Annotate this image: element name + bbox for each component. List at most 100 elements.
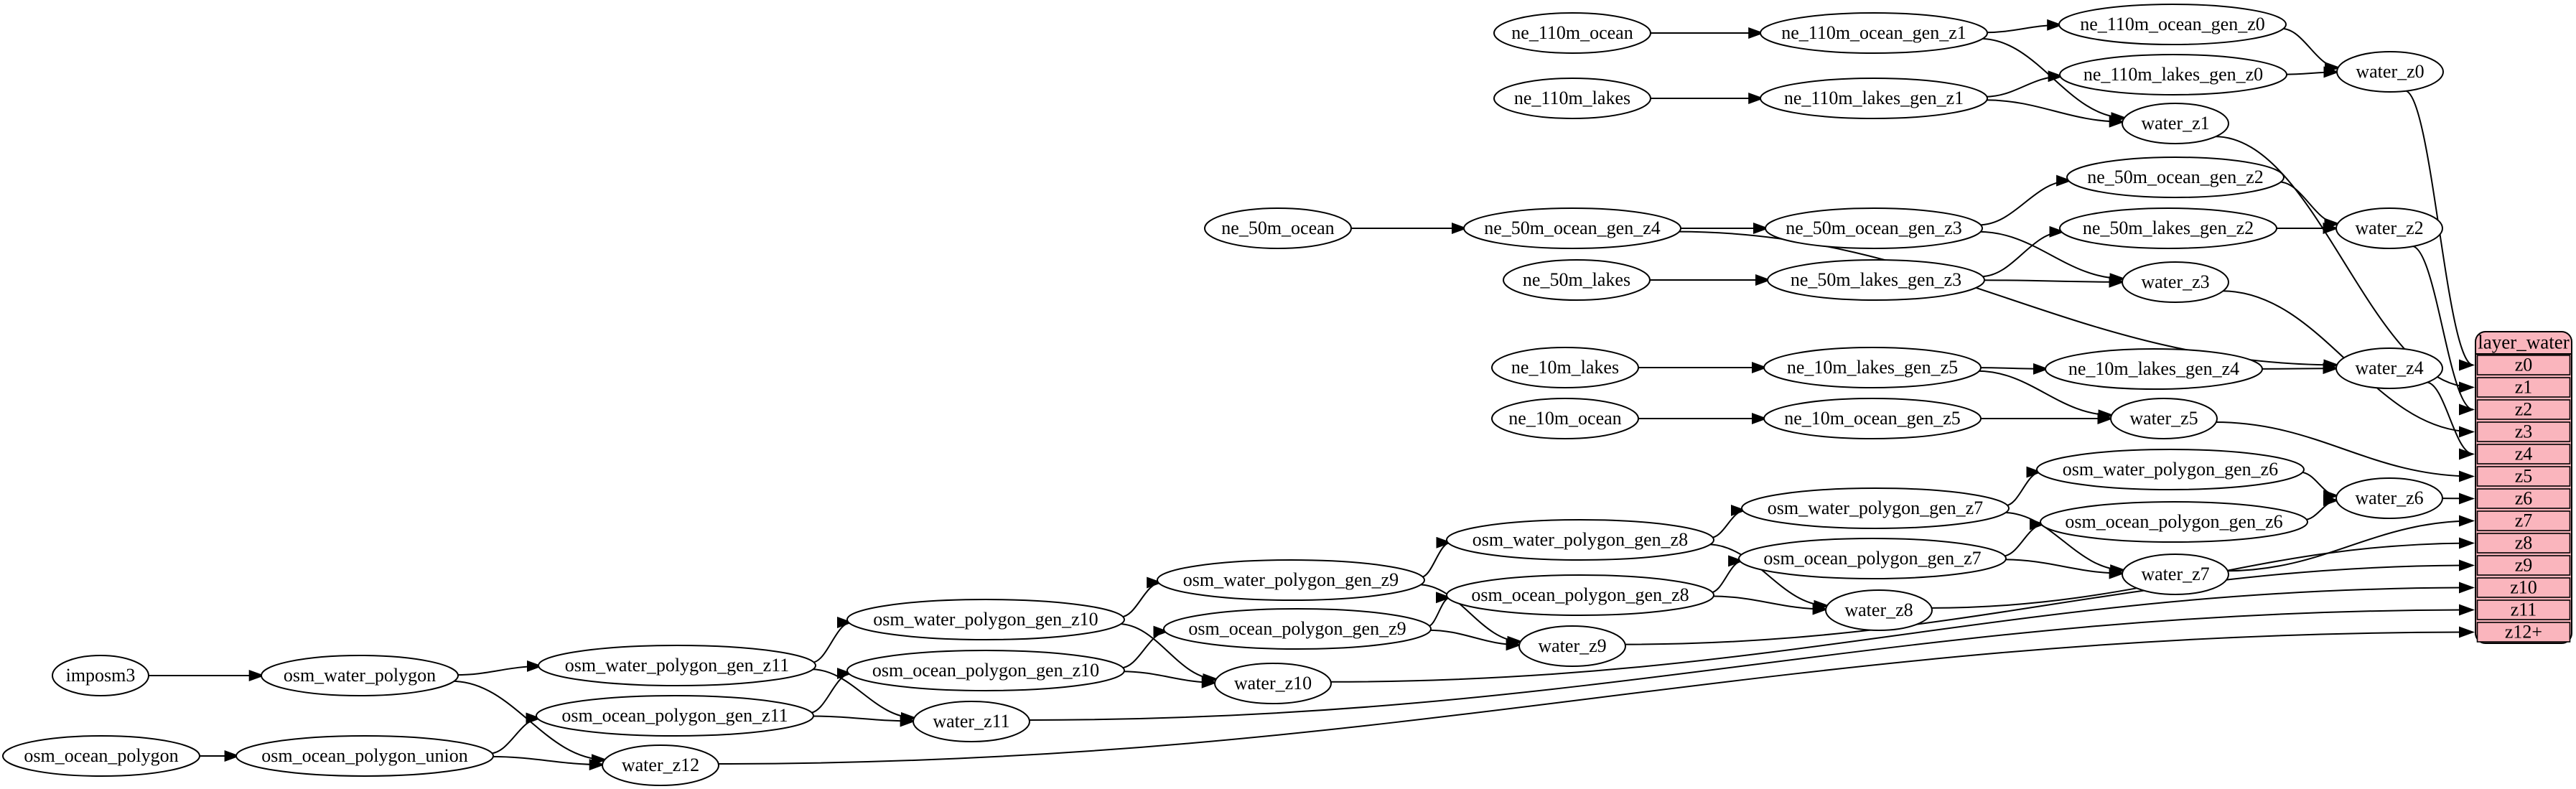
edge-ne_110m_ocean_gen_z1-to-ne_110m_ocean_gen_z0 — [1984, 19, 2063, 34]
node-osm_water_polygon_gen_z6-label: osm_water_polygon_gen_z6 — [2063, 459, 2278, 480]
node-osm_water_polygon_gen_z6: osm_water_polygon_gen_z6 — [2036, 449, 2305, 490]
edge-ne_50m_ocean_gen_z3-to-water_z3 — [1978, 230, 2126, 285]
node-ne_110m_ocean_gen_z0-shape — [2058, 4, 2287, 45]
node-water_z2-label: water_z2 — [2355, 218, 2423, 238]
node-water_z1-shape — [2122, 103, 2229, 144]
node-water_z4-label: water_z4 — [2355, 358, 2423, 378]
node-ne_110m_lakes_gen_z0: ne_110m_lakes_gen_z0 — [2059, 54, 2287, 95]
node-ne_10m_lakes_gen_z4-shape — [2045, 348, 2263, 390]
node-osm_water_polygon-shape — [261, 655, 459, 696]
node-ne_50m_lakes_gen_z2-shape — [2059, 207, 2277, 249]
edge-water_z5-to-layer_water.z5 — [2215, 421, 2475, 482]
node-ne_50m_ocean_gen_z4-shape — [1463, 207, 1681, 249]
node-ne_10m_lakes_gen_z4: ne_10m_lakes_gen_z4 — [2045, 348, 2263, 390]
node-ne_10m_lakes: ne_10m_lakes — [1491, 347, 1639, 388]
table-row-z1-label: z1 — [2515, 376, 2533, 397]
table-row-z3-label: z3 — [2515, 421, 2533, 442]
edge-ne_50m_lakes_gen_z3-to-ne_50m_lakes_gen_z2 — [1980, 225, 2066, 278]
table-row-z5-cell — [2476, 466, 2571, 487]
edge-water_z10-to-layer_water.z10 — [1330, 582, 2475, 683]
edge-ne_10m_lakes_gen_z4-to-water_z4 — [2259, 363, 2339, 375]
edge-osm_water_polygon_gen_z9-to-osm_water_polygon_gen_z8 — [1420, 536, 1452, 579]
table-row-z6-label: z6 — [2515, 487, 2533, 508]
node-ne_110m_ocean: ne_110m_ocean — [1493, 12, 1651, 54]
edge-osm_ocean_polygon_gen_z6-to-water_z6 — [2304, 495, 2339, 520]
node-ne_10m_lakes_gen_z4-label: ne_10m_lakes_gen_z4 — [2068, 358, 2239, 379]
node-osm_ocean_polygon-label: osm_ocean_polygon — [24, 745, 178, 766]
node-ne_10m_lakes_gen_z5-label: ne_10m_lakes_gen_z5 — [1787, 357, 1958, 378]
node-osm_ocean_polygon_gen_z7-shape — [1738, 538, 2007, 579]
edge-water_z9-to-layer_water.z9 — [1624, 559, 2475, 645]
node-ne_110m_lakes_gen_z1: ne_110m_lakes_gen_z1 — [1760, 78, 1988, 119]
node-water_z0-shape — [2336, 51, 2444, 93]
node-water_z11: water_z11 — [913, 701, 1030, 742]
node-osm_ocean_polygon_gen_z11-shape — [536, 695, 814, 737]
node-ne_10m_lakes-shape — [1491, 347, 1639, 388]
node-water_z3-label: water_z3 — [2141, 271, 2209, 292]
node-osm_water_polygon_gen_z9: osm_water_polygon_gen_z9 — [1157, 559, 1425, 601]
node-ne_50m_ocean_gen_z4: ne_50m_ocean_gen_z4 — [1463, 207, 1681, 249]
table-row-z10-label: z10 — [2510, 576, 2537, 597]
edge-osm_ocean_polygon_union-to-osm_ocean_polygon_gen_z11 — [489, 712, 542, 755]
node-osm_ocean_polygon_union: osm_ocean_polygon_union — [235, 735, 494, 777]
node-water_z12-label: water_z12 — [622, 755, 699, 775]
node-water_z1-label: water_z1 — [2141, 113, 2209, 134]
node-ne_50m_lakes: ne_50m_lakes — [1503, 259, 1651, 301]
edge-osm_ocean_polygon_gen_z10-to-osm_ocean_polygon_gen_z9 — [1120, 625, 1170, 669]
node-ne_10m_ocean_gen_z5-label: ne_10m_ocean_gen_z5 — [1784, 408, 1960, 429]
edge-ne_50m_lakes_gen_z3-to-water_z3 — [1982, 276, 2125, 288]
edge-ne_110m_ocean_gen_z0-to-water_z0 — [2281, 27, 2341, 74]
edge-osm_water_polygon_gen_z6-to-water_z6 — [2300, 471, 2340, 502]
node-ne_10m_lakes_gen_z5-shape — [1763, 347, 1982, 388]
node-water_z5-shape — [2110, 398, 2218, 439]
node-ne_50m_lakes_gen_z3: ne_50m_lakes_gen_z3 — [1767, 259, 1985, 301]
node-water_z10: water_z10 — [1214, 663, 1332, 704]
node-osm_water_polygon_gen_z6-shape — [2036, 449, 2305, 490]
edge-water_z2-to-layer_water.z2 — [2411, 245, 2475, 416]
node-osm_water_polygon_gen_z8-shape — [1446, 519, 1714, 561]
node-water_z8-shape — [1825, 589, 1933, 631]
edge-osm_water_polygon_gen_z8-to-water_z8 — [1707, 543, 1830, 612]
node-osm_water_polygon_gen_z10: osm_water_polygon_gen_z10 — [846, 599, 1125, 640]
node-water_z1: water_z1 — [2122, 103, 2229, 144]
edge-water_z12-to-layer_water.z12+ — [717, 626, 2475, 765]
node-ne_110m_lakes_gen_z0-shape — [2059, 54, 2287, 95]
node-osm_water_polygon_gen_z8: osm_water_polygon_gen_z8 — [1446, 519, 1714, 561]
table-row-z7-cell — [2476, 510, 2571, 531]
node-osm_water_polygon_gen_z9-shape — [1157, 559, 1425, 601]
node-ne_110m_lakes_gen_z0-label: ne_110m_lakes_gen_z0 — [2083, 64, 2263, 85]
node-ne_110m_lakes-shape — [1493, 78, 1651, 119]
node-ne_110m_lakes_gen_z1-shape — [1760, 78, 1988, 119]
edge-ne_110m_lakes_gen_z1-to-ne_110m_lakes_gen_z0 — [1984, 70, 2064, 98]
edge-osm_ocean_polygon_gen_z7-to-osm_ocean_polygon_gen_z6 — [2002, 518, 2045, 557]
node-ne_50m_ocean_gen_z3-label: ne_50m_ocean_gen_z3 — [1786, 218, 1961, 238]
node-osm_ocean_polygon_union-shape — [235, 735, 494, 777]
edge-water_z4-to-layer_water.z4 — [2426, 381, 2475, 460]
edge-osm_ocean_polygon_union-to-water_z12 — [490, 755, 605, 771]
edge-ne_10m_lakes_gen_z5-to-ne_10m_lakes_gen_z4 — [1978, 363, 2049, 375]
edge-ne_50m_ocean_gen_z3-to-ne_50m_ocean_gen_z2 — [1978, 174, 2073, 226]
table-row-z4-cell — [2476, 444, 2571, 464]
table-row-z2-label: z2 — [2515, 398, 2533, 419]
table-row-z6-cell — [2476, 488, 2571, 509]
node-water_z2: water_z2 — [2335, 207, 2443, 249]
node-ne_110m_ocean_gen_z0: ne_110m_ocean_gen_z0 — [2058, 4, 2287, 45]
edge-osm_ocean_polygon_gen_z11-to-water_z11 — [811, 715, 916, 727]
node-water_z6-shape — [2335, 477, 2443, 519]
edge-osm_ocean_polygon_gen_z8-to-osm_ocean_polygon_gen_z7 — [1709, 555, 1745, 594]
node-ne_50m_ocean-shape — [1204, 207, 1352, 249]
node-osm_water_polygon_gen_z7-label: osm_water_polygon_gen_z7 — [1768, 498, 1983, 518]
node-ne_110m_ocean_gen_z0-label: ne_110m_ocean_gen_z0 — [2080, 14, 2265, 34]
node-osm_ocean_polygon_gen_z7: osm_ocean_polygon_gen_z7 — [1738, 538, 2007, 579]
node-ne_50m_ocean_gen_z2-shape — [2066, 157, 2285, 198]
table-row-z3-cell — [2476, 421, 2571, 442]
node-water_z12-shape — [602, 744, 719, 786]
table-row-z9-label: z9 — [2515, 554, 2533, 575]
node-water_z0-label: water_z0 — [2356, 61, 2424, 82]
edge-osm_ocean_polygon_gen_z9-to-water_z9 — [1427, 629, 1522, 651]
node-osm_ocean_polygon_gen_z6: osm_ocean_polygon_gen_z6 — [2040, 501, 2308, 543]
node-osm_ocean_polygon: osm_ocean_polygon — [2, 735, 200, 777]
node-ne_110m_ocean-label: ne_110m_ocean — [1511, 22, 1633, 43]
node-water_z5: water_z5 — [2110, 398, 2218, 439]
table-row-z0-cell — [2476, 355, 2571, 375]
